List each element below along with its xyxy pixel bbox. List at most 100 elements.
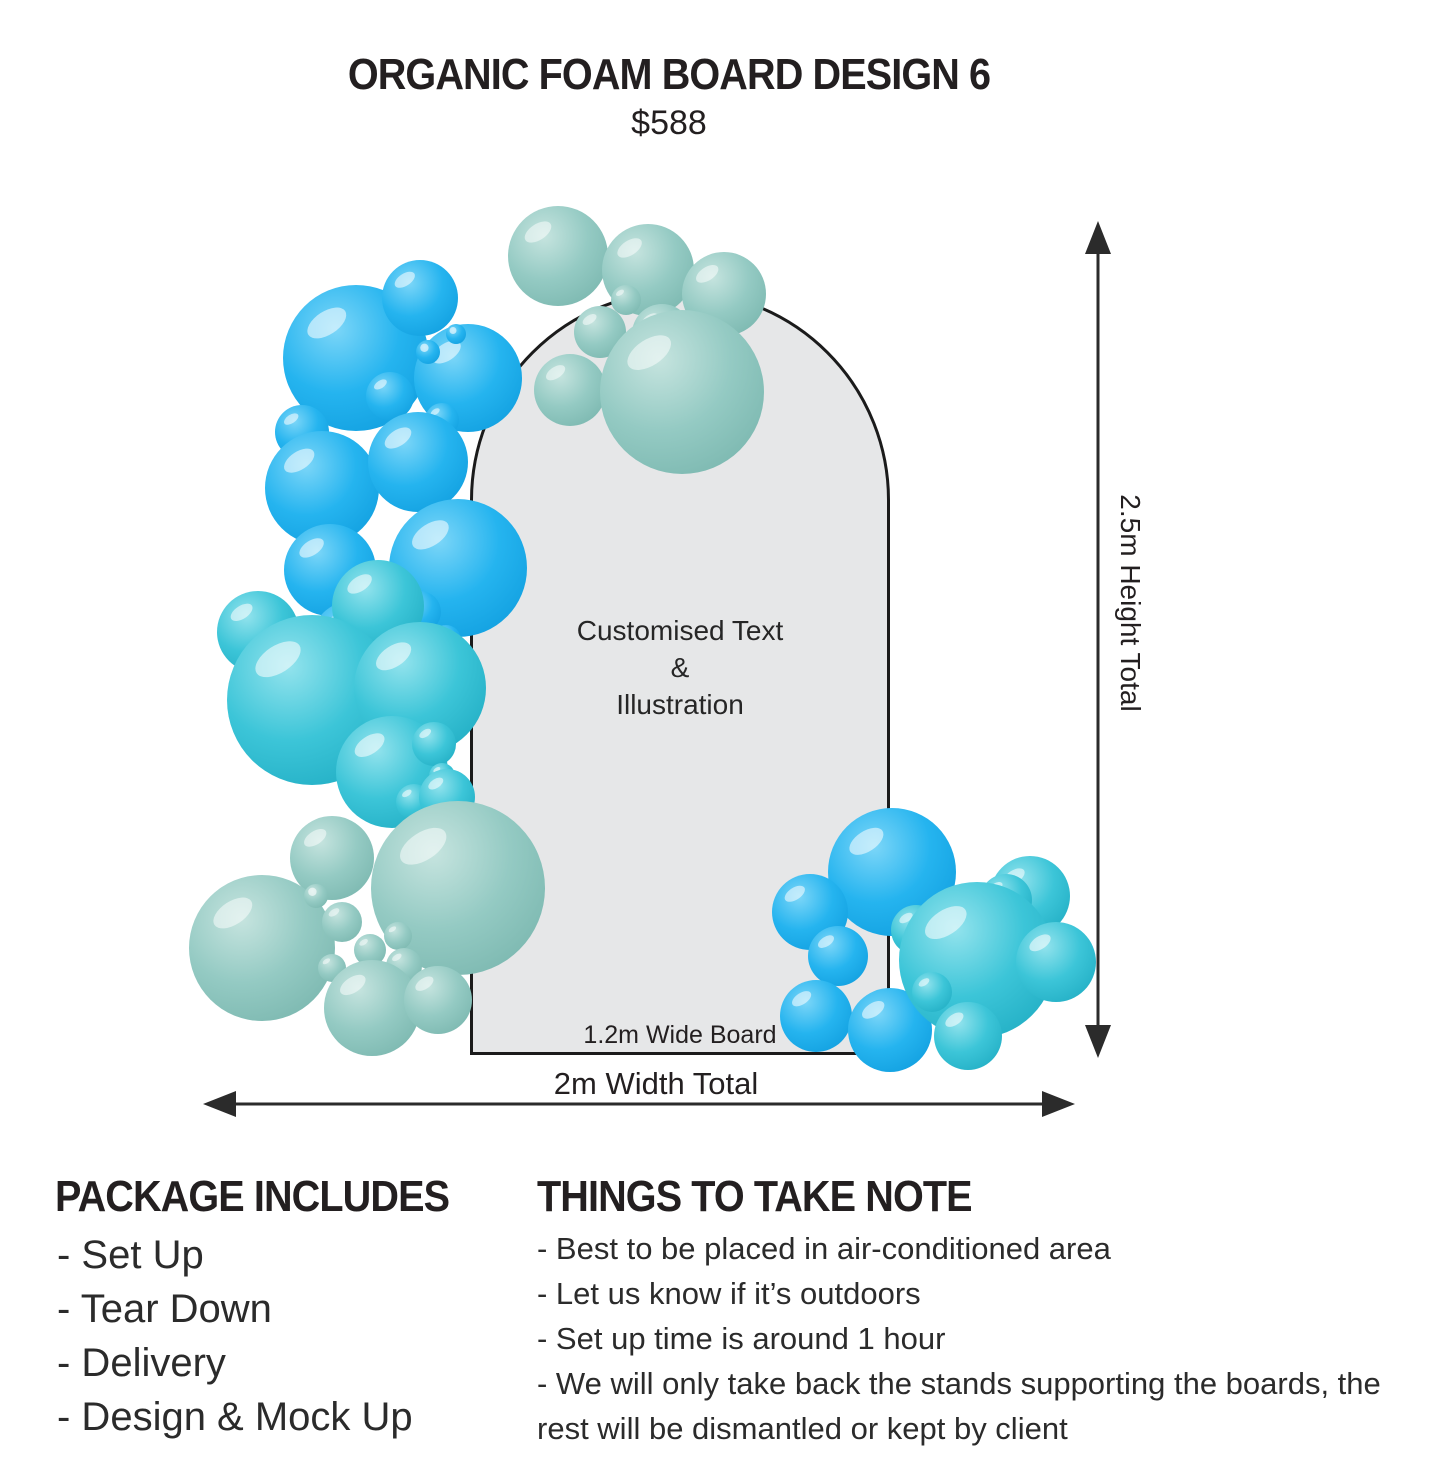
balloon — [419, 769, 475, 825]
board-width-label: 1.2m Wide Board — [583, 1021, 777, 1049]
balloon-highlight — [359, 938, 368, 946]
balloon-highlight — [432, 340, 461, 364]
balloon — [934, 1002, 1002, 1070]
balloon-highlight — [308, 887, 317, 896]
balloon — [404, 966, 472, 1034]
balloon-highlight — [988, 882, 1003, 894]
balloon-highlight — [899, 912, 913, 924]
balloon — [891, 905, 941, 955]
balloon — [1016, 922, 1096, 1002]
balloon — [217, 591, 299, 673]
balloon — [354, 622, 486, 754]
balloon — [265, 431, 379, 545]
balloon — [318, 954, 346, 982]
balloon — [899, 882, 1055, 1038]
balloon — [980, 874, 1032, 926]
balloon — [429, 763, 455, 789]
board-text-line1: Customised Text — [576, 615, 784, 646]
balloon — [354, 934, 386, 966]
balloon — [332, 560, 424, 652]
balloon-highlight — [299, 538, 324, 558]
balloon-highlight — [419, 728, 432, 739]
balloon-highlight — [433, 767, 441, 773]
things-to-note-heading: THINGS TO TAKE NOTE — [537, 1172, 973, 1221]
note-item: - We will only take back the stands supp… — [537, 1366, 1381, 1446]
balloon-highlight — [394, 271, 415, 288]
balloon-highlight — [428, 777, 444, 790]
balloon-highlight — [918, 978, 930, 987]
balloon — [227, 615, 397, 785]
balloon-highlight — [449, 327, 457, 334]
balloon-highlight — [1029, 934, 1051, 952]
balloon-highlight — [328, 908, 340, 917]
balloon-highlight — [392, 953, 402, 962]
balloon-highlight — [1003, 868, 1025, 886]
balloon-highlight — [616, 289, 624, 296]
balloon — [425, 403, 459, 437]
balloon — [336, 716, 448, 828]
balloon-highlight — [384, 427, 412, 449]
board-text-line2: & — [670, 652, 690, 683]
balloon-highlight — [230, 603, 253, 621]
price: $588 — [631, 104, 707, 142]
total-width-label: 2m Width Total — [553, 1066, 759, 1101]
balloon — [366, 372, 414, 420]
balloon — [508, 206, 608, 306]
balloon — [396, 784, 432, 820]
balloon — [912, 972, 952, 1012]
balloon — [304, 884, 328, 908]
balloon — [311, 601, 393, 683]
note-item: - Best to be placed in air-conditioned a… — [537, 1231, 1111, 1266]
balloon — [399, 591, 441, 633]
package-item: - Delivery — [57, 1341, 226, 1385]
balloon — [431, 625, 461, 655]
balloon-highlight — [925, 906, 967, 940]
balloon — [412, 722, 456, 766]
balloon-highlight — [430, 408, 440, 416]
balloon — [384, 922, 412, 950]
things-to-note-list: - Best to be placed in air-conditioned a… — [537, 1226, 1405, 1451]
balloon-highlight — [307, 307, 347, 339]
balloon — [990, 856, 1070, 936]
balloon-highlight — [284, 448, 315, 473]
balloon — [446, 324, 466, 344]
balloon — [368, 412, 468, 512]
balloon-highlight — [374, 379, 387, 390]
balloon — [386, 948, 422, 984]
balloon-highlight — [402, 789, 412, 798]
balloon-highlight — [400, 827, 447, 865]
balloon-highlight — [284, 413, 299, 425]
balloon-highlight — [385, 430, 394, 437]
balloon — [284, 524, 376, 616]
note-item: - Set up time is around 1 hour — [537, 1321, 946, 1356]
board-text-line3: Illustration — [616, 689, 744, 720]
balloon-highlight — [945, 1012, 964, 1027]
balloon-highlight — [255, 641, 301, 678]
balloon-highlight — [388, 926, 397, 933]
page-title: ORGANIC FOAM BOARD DESIGN 6 — [347, 50, 991, 99]
board-placeholder-text: Customised Text & Illustration — [470, 612, 890, 723]
balloon — [275, 405, 329, 459]
balloon-highlight — [324, 613, 347, 631]
balloon-highlight — [213, 897, 253, 929]
balloon-highlight — [340, 974, 366, 996]
balloon-highlight — [347, 574, 372, 594]
balloon-highlight — [436, 629, 444, 636]
balloon-highlight — [420, 343, 429, 352]
package-item: - Tear Down — [57, 1287, 272, 1331]
balloon — [189, 875, 335, 1021]
package-includes-list: - Set Up - Tear Down - Delivery - Design… — [57, 1228, 413, 1444]
package-item: - Design & Mock Up — [57, 1395, 413, 1439]
balloon — [382, 260, 458, 336]
balloon-highlight — [415, 976, 434, 991]
balloon-highlight — [304, 828, 327, 847]
height-dimension-arrow — [1085, 221, 1111, 1058]
balloon — [381, 426, 409, 454]
balloon-highlight — [524, 221, 552, 243]
package-item: - Set Up — [57, 1233, 204, 1277]
balloon — [322, 902, 362, 942]
balloon-highlight — [696, 264, 719, 283]
balloon — [283, 285, 429, 431]
balloon-highlight — [406, 597, 418, 607]
balloon-highlight — [354, 733, 385, 757]
